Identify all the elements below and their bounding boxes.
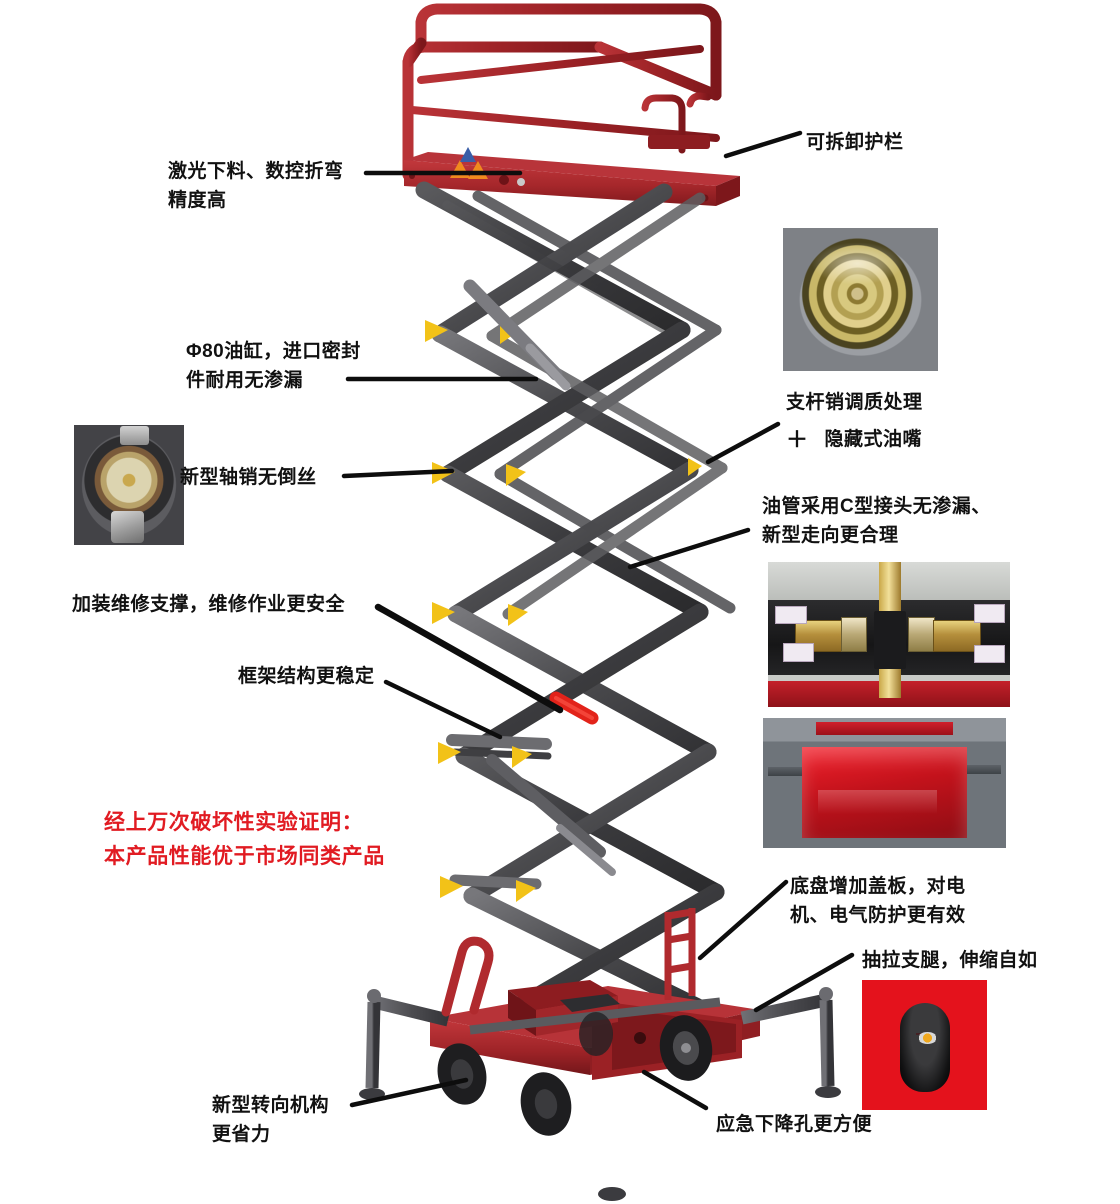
callout-new-pin: 新型轴销无倒丝 [180, 467, 317, 488]
label-tag-3 [973, 604, 1006, 623]
callout-cylinder-seal: Φ80油缸，进口密封 件耐用无渗漏 [186, 341, 361, 392]
cover-plate [801, 746, 968, 838]
outrigger-leg [899, 1003, 950, 1092]
scissor-arms [415, 181, 736, 1017]
photo-pin-quenched [783, 228, 938, 371]
callout-hidden-grease-nipple-label: 隐藏式油嘴 [824, 429, 923, 451]
callout-chassis-cover-plate: 底盘增加盖板，对电 机、电气防护更有效 [790, 876, 966, 927]
chassis-rail-right [967, 764, 1002, 774]
photo-highlight [810, 242, 904, 286]
tee-connector [874, 611, 906, 670]
maintenance-support-bar [549, 691, 599, 725]
callout-destructive-test-claim: 经上万次破坏性实验证明： 本产品性能优于市场同类产品 [104, 811, 385, 869]
emergency-lowering-hole [634, 1032, 646, 1044]
callout-emergency-lowering-hole: 应急下降孔更方便 [716, 1114, 873, 1135]
hose-nut-right [908, 617, 935, 652]
callout-telescopic-outrigger: 抽拉支腿，伸缩自如 [862, 950, 1038, 971]
photo-outrigger [862, 980, 987, 1110]
label-tag-4 [973, 644, 1006, 664]
photo-new-pin [74, 425, 184, 545]
vertical-fitting-top [879, 562, 902, 620]
grease-nipple [111, 511, 145, 543]
callout-removable-guardrail: 可拆卸护栏 [806, 132, 904, 153]
callout-hidden-grease-nipple: ＋ 隐藏式油嘴 [786, 423, 922, 457]
tow-handle [441, 936, 494, 1017]
callout-new-steering: 新型转向机构 更省力 [212, 1095, 330, 1146]
label-tag-2 [782, 643, 814, 663]
hydraulic-cylinder [463, 279, 616, 876]
outrigger-pin-hole [918, 1032, 937, 1044]
callout-pin-quenching: 支杆销调质处理 [786, 392, 923, 413]
ladder [664, 908, 696, 1000]
photo-hose-fittings [768, 562, 1010, 707]
hose-nut-left [840, 617, 868, 652]
chassis-rear-red [816, 721, 953, 735]
platform-guardrail [402, 3, 722, 181]
callout-c-type-hose: 油管采用C型接头无渗漏、 新型走向更合理 [762, 496, 991, 547]
pin-top-nut [120, 426, 149, 446]
chassis-rail-left [767, 767, 802, 777]
callout-frame-structure: 框架结构更稳定 [238, 666, 375, 687]
hose-fitting-right [932, 620, 981, 652]
label-tag-1 [775, 605, 807, 625]
callout-maintenance-support: 加装维修支撑，维修作业更安全 [72, 594, 346, 615]
photo-chassis-cover [763, 718, 1006, 848]
plus-icon: ＋ [786, 427, 809, 452]
callout-laser-cutting: 激光下料、数控折弯 精度高 [168, 161, 344, 212]
